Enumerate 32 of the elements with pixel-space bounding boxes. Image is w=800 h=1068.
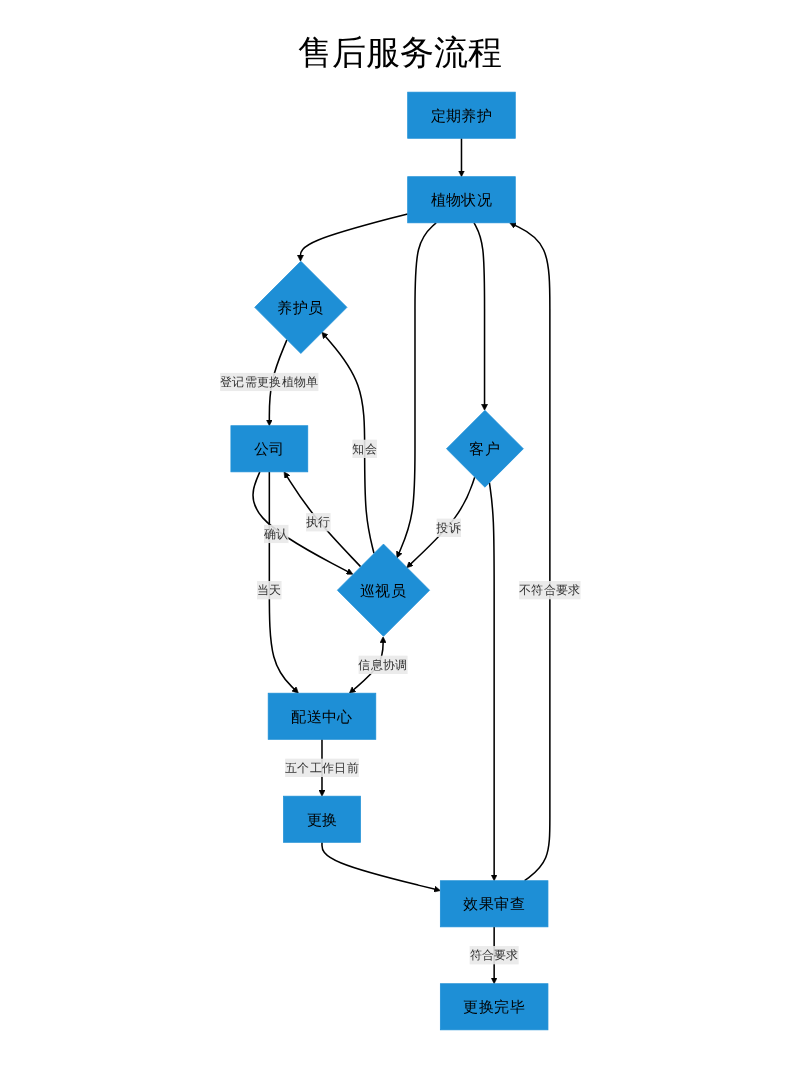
edge-label: 当天 bbox=[256, 582, 282, 598]
node-box: 植物状况 bbox=[406, 176, 516, 224]
edge-label: 投诉 bbox=[436, 520, 461, 535]
edge-label: 知会 bbox=[351, 441, 377, 456]
arrow bbox=[457, 137, 465, 177]
edge-label: 执行 bbox=[305, 514, 331, 530]
edge-label: 登记需更换植物单 bbox=[219, 374, 319, 389]
edge-label: 不符合要求 bbox=[518, 582, 581, 598]
node-box: 更换完毕 bbox=[439, 983, 548, 1031]
arrow bbox=[296, 213, 409, 262]
node-box: 公司 bbox=[230, 425, 308, 473]
node-diamond: 巡视员 bbox=[336, 543, 430, 637]
arrow bbox=[406, 476, 476, 569]
edge-label: 信息协调 bbox=[358, 657, 408, 672]
arrow bbox=[472, 222, 488, 411]
arrow bbox=[321, 331, 375, 554]
arrow bbox=[251, 471, 353, 575]
diagram-title: 售后服务流程 bbox=[297, 31, 503, 74]
edge-label: 五个工作日前 bbox=[284, 760, 359, 775]
arrow bbox=[320, 841, 441, 893]
node-box: 定期养护 bbox=[406, 91, 516, 139]
node-diamond: 客户 bbox=[445, 409, 524, 488]
arrow bbox=[395, 222, 437, 559]
edge-label: 符合要求 bbox=[469, 947, 519, 963]
node-box: 更换 bbox=[282, 795, 361, 843]
node-box: 效果审查 bbox=[439, 880, 548, 928]
arrow bbox=[488, 481, 498, 882]
node-box: 配送中心 bbox=[267, 692, 376, 740]
node-diamond: 养护员 bbox=[253, 260, 347, 354]
arrow bbox=[283, 471, 361, 568]
arrow bbox=[509, 222, 551, 882]
edge-label: 确认 bbox=[263, 526, 289, 541]
